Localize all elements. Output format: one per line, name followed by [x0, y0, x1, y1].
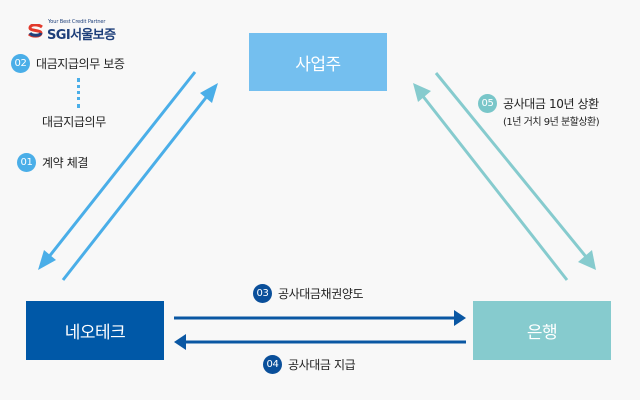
step-02: 02 대금지급의무 보증	[11, 54, 125, 73]
arrow-owner-to-bank	[434, 72, 596, 270]
entity-owner: 사업주	[249, 33, 387, 91]
step-04: 04 공사대금 지급	[263, 355, 356, 374]
step-01-badge: 01	[17, 153, 36, 172]
arrow-bank-to-owner	[413, 83, 569, 281]
step-03: 03 공사대금채권양도	[253, 284, 364, 303]
step-02-badge: 02	[11, 54, 30, 73]
step-01-label: 계약 체결	[42, 156, 88, 170]
logo-tagline: Your Best Credit Partner	[48, 19, 106, 25]
obligation-label: 대금지급의무	[42, 115, 106, 129]
logo-name: SGI서울보증	[47, 28, 116, 43]
sgi-logo: Your Best Credit Partner SGI서울보증	[28, 19, 138, 43]
step-05: 05 공사대금 10년 상환	[478, 94, 599, 113]
arrow-owner-to-neotech	[38, 71, 197, 270]
step-03-badge: 03	[253, 284, 272, 303]
step-02-label: 대금지급의무 보증	[36, 57, 125, 71]
step-04-label: 공사대금 지급	[288, 358, 356, 372]
arrow-neotech-to-bank	[174, 310, 466, 326]
step-03-label: 공사대금채권양도	[278, 287, 364, 301]
step-05-sublabel: (1년 거치 9년 분할상환)	[503, 117, 600, 128]
step-04-badge: 04	[263, 355, 282, 374]
dotted-connector	[77, 78, 80, 108]
sgi-logo-mark-icon	[28, 24, 43, 38]
entity-bank: 은행	[473, 301, 611, 360]
arrow-bank-to-neotech	[174, 334, 466, 350]
arrow-neotech-to-owner	[61, 83, 218, 281]
step-01: 01 계약 체결	[17, 153, 88, 172]
step-05-badge: 05	[478, 94, 497, 113]
entity-neotech: 네오테크	[26, 301, 164, 360]
step-05-label: 공사대금 10년 상환	[503, 97, 599, 111]
